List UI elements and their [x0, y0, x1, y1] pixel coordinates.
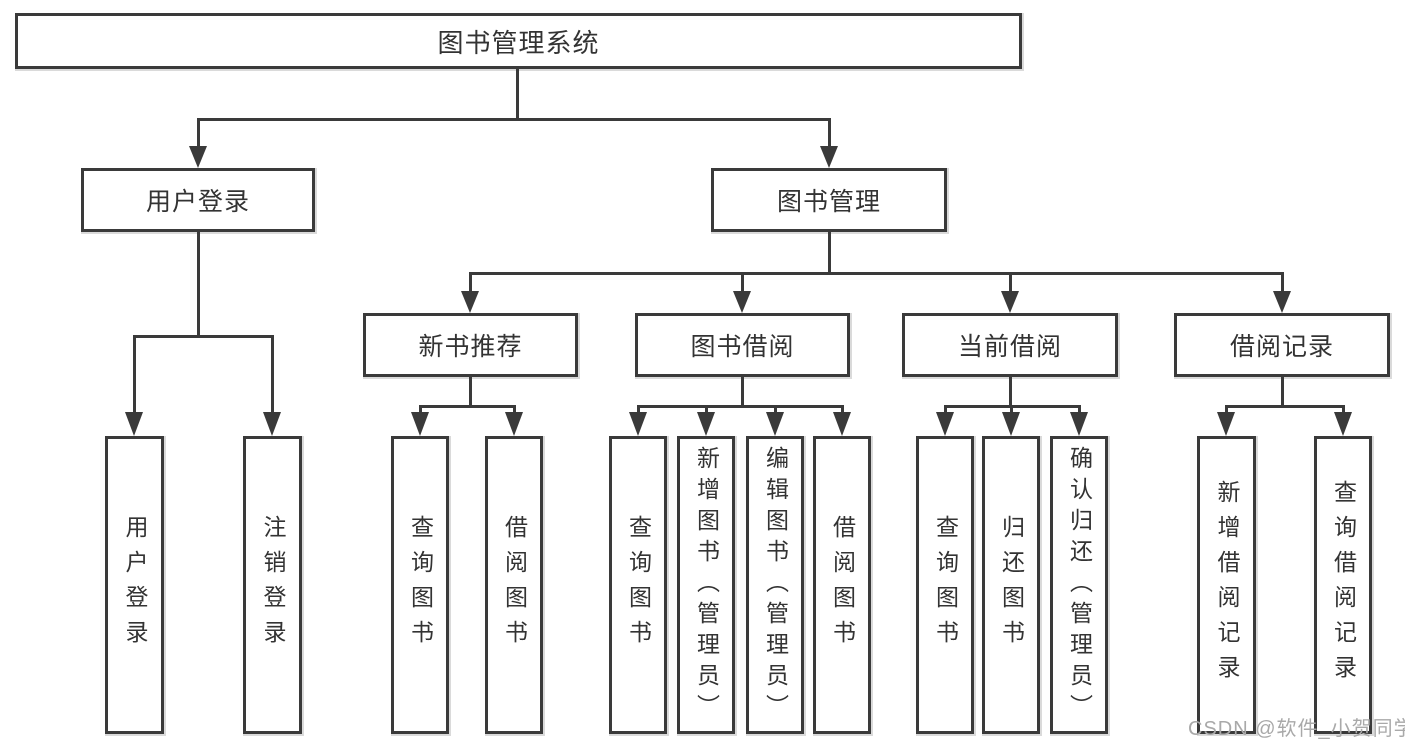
leaf-borrow-books-recommend: 借阅图书 — [485, 436, 543, 734]
connector-drop — [469, 272, 472, 292]
arrowhead-down — [1273, 291, 1291, 313]
connector-drop — [1225, 405, 1228, 415]
node-borrowing-records: 借阅记录 — [1174, 313, 1390, 377]
arrowhead-down — [733, 291, 751, 313]
leaf-label: 编辑图书（管理员） — [762, 445, 789, 725]
arrowhead-down — [697, 412, 715, 436]
arrowhead-down — [1001, 291, 1019, 313]
connector-drop — [774, 405, 777, 415]
leaf-confirm-return-admin: 确认归还（管理员） — [1050, 436, 1108, 734]
connector-user-rail — [133, 335, 274, 338]
arrowhead-down — [629, 412, 647, 436]
connector-group-stem — [741, 377, 744, 405]
arrowhead-down — [833, 412, 851, 436]
node-current-borrowing: 当前借阅 — [902, 313, 1118, 377]
arrowhead-down — [1334, 412, 1352, 436]
connector-user-stem — [197, 232, 200, 335]
leaf-add-books-admin: 新增图书（管理员） — [677, 436, 735, 734]
connector-drop — [419, 405, 422, 415]
leaf-return-books: 归还图书 — [982, 436, 1040, 734]
leaf-user-login: 用户登录 — [105, 436, 164, 734]
connector-root-stem — [516, 69, 519, 118]
leaf-query-books-recommend: 查询图书 — [391, 436, 449, 734]
arrowhead-down — [766, 412, 784, 436]
connector-drop — [637, 405, 640, 415]
leaf-label: 查询图书 — [932, 515, 959, 655]
connector-drop — [1078, 405, 1081, 415]
leaf-label: 归还图书 — [998, 515, 1025, 655]
leaf-edit-books-admin: 编辑图书（管理员） — [746, 436, 804, 734]
connector-drop — [944, 405, 947, 415]
arrowhead-down — [411, 412, 429, 436]
connector-root-rail — [197, 118, 831, 121]
arrowhead-down — [189, 146, 207, 168]
connector-group-rail — [637, 405, 844, 408]
connector-drop — [705, 405, 708, 415]
arrowhead-down — [461, 291, 479, 313]
leaf-add-borrow-record: 新增借阅记录 — [1197, 436, 1256, 734]
connector-drop — [1010, 405, 1013, 415]
connector-drop — [828, 118, 831, 146]
leaf-label: 新增借阅记录 — [1214, 480, 1240, 690]
leaf-label: 借阅图书 — [501, 515, 528, 655]
leaf-label: 查询图书 — [407, 515, 434, 655]
arrowhead-down — [1217, 412, 1235, 436]
leaf-label: 借阅图书 — [829, 515, 856, 655]
connector-drop — [1281, 272, 1284, 292]
node-library-system: 图书管理系统 — [15, 13, 1022, 69]
connector-drop — [1009, 272, 1012, 292]
connector-drop — [1342, 405, 1345, 415]
leaf-label: 查询图书 — [625, 515, 652, 655]
connector-drop — [271, 335, 274, 415]
leaf-label: 确认归还（管理员） — [1066, 445, 1093, 725]
connector-mgmt-stem — [828, 232, 831, 272]
arrowhead-down — [1070, 412, 1088, 436]
connector-group-stem — [1281, 377, 1284, 405]
leaf-query-books-borrow: 查询图书 — [609, 436, 667, 734]
csdn-watermark: CSDN @软件_小贺同学 — [1188, 718, 1405, 740]
arrowhead-down — [505, 412, 523, 436]
node-user-login: 用户登录 — [81, 168, 315, 232]
leaf-label: 查询借阅记录 — [1330, 480, 1357, 690]
arrowhead-down — [820, 146, 838, 168]
leaf-query-books-current: 查询图书 — [916, 436, 974, 734]
connector-drop — [741, 272, 744, 292]
connector-drop — [197, 118, 200, 146]
leaf-label: 新增图书（管理员） — [693, 445, 720, 725]
leaf-label: 用户登录 — [122, 515, 148, 655]
leaf-borrow-books: 借阅图书 — [813, 436, 871, 734]
connector-group-stem — [1009, 377, 1012, 405]
arrowhead-down — [125, 412, 143, 436]
leaf-query-borrow-record: 查询借阅记录 — [1314, 436, 1372, 734]
arrowhead-down — [263, 412, 281, 436]
arrowhead-down — [1002, 412, 1020, 436]
arrowhead-down — [936, 412, 954, 436]
connector-drop — [513, 405, 516, 415]
connector-mgmt-rail — [469, 272, 1283, 275]
leaf-label: 注销登录 — [260, 515, 286, 655]
connector-drop — [841, 405, 844, 415]
node-book-management: 图书管理 — [711, 168, 947, 232]
connector-group-rail — [1225, 405, 1345, 408]
connector-group-rail — [419, 405, 516, 408]
leaf-logout: 注销登录 — [243, 436, 302, 734]
connector-group-stem — [469, 377, 472, 405]
connector-drop — [133, 335, 136, 415]
node-book-borrowing: 图书借阅 — [635, 313, 850, 377]
node-new-book-recommendation: 新书推荐 — [363, 313, 578, 377]
